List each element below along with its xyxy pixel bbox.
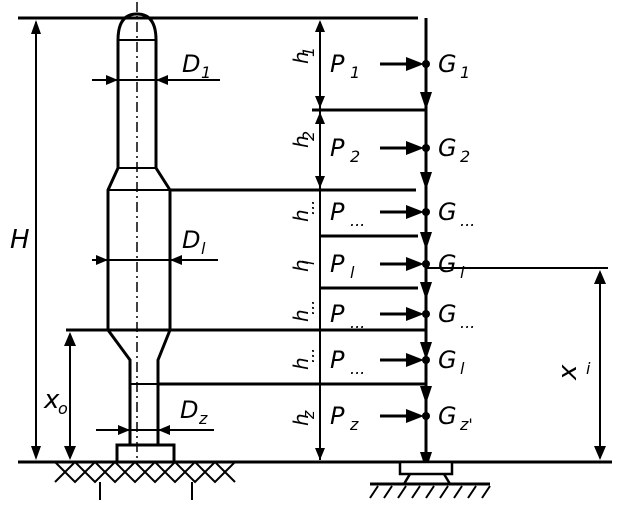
- g-label: G: [438, 50, 457, 78]
- D1-top-sub: 1: [201, 63, 211, 82]
- g-sub: l: [460, 263, 465, 282]
- h-sub: l: [299, 260, 318, 265]
- p-arrow-head: [406, 205, 424, 219]
- p-arrows: [380, 57, 424, 423]
- p-label: P: [330, 250, 345, 278]
- h-sub: 1: [299, 47, 318, 57]
- support-hatch: [369, 485, 491, 499]
- g-points: [422, 60, 430, 420]
- p-arrow-head: [406, 307, 424, 321]
- h-sub: 2: [299, 131, 318, 141]
- g-sub: z': [459, 415, 473, 434]
- segment-lines: [158, 108, 426, 386]
- g-point: [422, 60, 430, 68]
- D2-label: D: [180, 396, 198, 424]
- g-label: G: [438, 134, 457, 162]
- g-label: G: [438, 346, 457, 374]
- g-label: G: [438, 198, 457, 226]
- x0-sub: o: [58, 399, 68, 418]
- p-sub: 1: [350, 63, 360, 82]
- g-label: G: [438, 300, 457, 328]
- D2-sub: z: [198, 409, 208, 428]
- g-point: [422, 208, 430, 216]
- D1-top-label: D: [182, 50, 200, 78]
- g-label: G: [438, 250, 457, 278]
- p-sub: ...: [350, 211, 365, 230]
- xi-label: x: [553, 364, 583, 381]
- g-point: [422, 144, 430, 152]
- p-label: P: [330, 134, 345, 162]
- g-sub: ...: [460, 313, 475, 332]
- p-arrow-head: [406, 409, 424, 423]
- p-label: P: [330, 50, 345, 78]
- g-sub: ...: [460, 211, 475, 230]
- h-sub: z: [299, 410, 318, 420]
- h-dimension-arrows: [315, 20, 325, 460]
- p-label: P: [330, 402, 345, 430]
- g-point: [422, 412, 430, 420]
- h-label: h: [289, 413, 313, 426]
- D1-mid-sub: l: [201, 239, 206, 258]
- g-point: [422, 310, 430, 318]
- h-label: h: [289, 309, 313, 322]
- p-sub: ...: [350, 359, 365, 378]
- p-arrow-head: [406, 257, 424, 271]
- g-sub: 2: [460, 147, 470, 166]
- p-sub: ...: [350, 313, 365, 332]
- p-sub: 2: [350, 147, 360, 166]
- foundation-hatch: [54, 460, 236, 500]
- p-sub: z: [349, 415, 359, 434]
- g-point: [422, 356, 430, 364]
- p-label: P: [330, 346, 345, 374]
- p-arrow-head: [406, 57, 424, 71]
- p-arrow-head: [406, 353, 424, 367]
- h-label: h: [289, 357, 313, 370]
- support: [370, 460, 490, 486]
- xi-sub: i: [586, 359, 591, 378]
- p-label: P: [330, 198, 345, 226]
- h-sub: ...: [299, 348, 318, 363]
- h-label: h: [289, 209, 313, 222]
- h-sub: ...: [299, 300, 318, 315]
- x0-label: x: [43, 385, 60, 415]
- h-sub: ...: [299, 200, 318, 215]
- p-arrow-head: [406, 141, 424, 155]
- tower-base: [115, 443, 176, 464]
- h-label: h: [289, 135, 313, 148]
- p-label: P: [330, 300, 345, 328]
- g-point: [422, 260, 430, 268]
- g-sub: 1: [460, 63, 470, 82]
- H-label: H: [10, 225, 30, 255]
- g-label: G: [438, 402, 457, 430]
- g-sub: l: [460, 359, 465, 378]
- h-label: h: [289, 51, 313, 64]
- h-label: h: [289, 259, 313, 272]
- p-sub: l: [350, 263, 355, 282]
- D1-mid-label: D: [182, 226, 200, 254]
